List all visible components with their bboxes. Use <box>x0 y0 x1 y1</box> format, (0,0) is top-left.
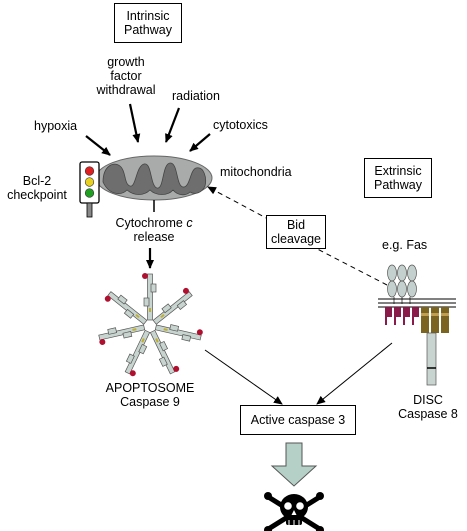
extrinsic-line1: Extrinsic <box>374 164 422 178</box>
cytochrome-line1: Cytochrome c <box>104 216 204 230</box>
apoptosome-arm <box>98 324 146 346</box>
apoptosome-line1: APOPTOSOME <box>105 381 195 395</box>
bid-line1: Bid <box>286 218 306 232</box>
mitochondria-label: mitochondria <box>220 165 292 179</box>
hypoxia-label: hypoxia <box>34 119 78 133</box>
bcl2-line2: checkpoint <box>7 188 67 202</box>
disc-label: DISC Caspase 8 <box>390 393 466 421</box>
skull-crossbones-icon <box>264 492 324 531</box>
apoptosome-arm <box>154 324 203 342</box>
growth-line2: factor <box>110 69 142 83</box>
extrinsic-line2: Pathway <box>374 178 422 192</box>
arrow-hypoxia <box>85 135 111 156</box>
arrow-radiation <box>164 107 181 143</box>
intrinsic-line2: Pathway <box>124 23 172 37</box>
intrinsic-line1: Intrinsic <box>126 9 170 23</box>
bcl2-checkpoint-label: Bcl-2 checkpoint <box>2 174 72 202</box>
cytochrome-line2: release <box>133 230 175 244</box>
apoptosome-arm <box>104 291 148 325</box>
arrow-growth <box>128 103 141 143</box>
cytochrome-c-release-label: Cytochrome c release <box>104 216 204 244</box>
bid-line2: cleavage <box>270 232 322 246</box>
bid-cleavage-box: Bid cleavage <box>266 215 326 249</box>
arrow-cytotoxics <box>189 133 211 152</box>
bid-to-mito-dashed <box>207 186 271 221</box>
disc-line1: DISC <box>413 393 443 407</box>
active-caspase-3-label: Active caspase 3 <box>250 413 346 427</box>
eg-fas-label: e.g. Fas <box>382 238 428 252</box>
active-caspase-3-box: Active caspase 3 <box>240 405 356 435</box>
apoptosome-label: APOPTOSOME Caspase 9 <box>90 381 210 409</box>
disc-line2: Caspase 8 <box>398 407 458 421</box>
stimulus-arrows <box>85 103 211 156</box>
apoptosome-arm <box>124 329 151 377</box>
radiation-label: radiation <box>172 89 220 103</box>
bcl2-line1: Bcl-2 <box>22 174 52 188</box>
apoptosome-to-caspase3-arrow <box>204 349 283 405</box>
block-arrow-icon <box>270 442 318 487</box>
growth-factor-withdrawal-label: growth factor withdrawal <box>86 55 166 97</box>
cytotoxics-label: cytotoxics <box>213 118 268 132</box>
intrinsic-pathway-box: Intrinsic Pathway <box>114 3 182 43</box>
growth-line1: growth <box>107 55 145 69</box>
cytochrome-word: Cytochrome <box>115 216 183 230</box>
cytochrome-c: c <box>186 216 193 230</box>
growth-line3: withdrawal <box>96 83 156 97</box>
mitochondria-icon <box>95 155 213 201</box>
fas-receptor-icon <box>378 264 456 308</box>
apoptosome-line2: Caspase 9 <box>120 395 180 409</box>
apoptosome-arm <box>142 273 157 321</box>
disc-complex-icon <box>385 307 449 386</box>
traffic-light-icon <box>79 161 100 218</box>
apoptosome-arm <box>149 329 180 375</box>
extrinsic-pathway-box: Extrinsic Pathway <box>364 158 432 198</box>
apoptosome-arm <box>152 287 193 325</box>
apoptosome-icon <box>98 273 203 377</box>
disc-to-caspase3-arrow <box>316 342 393 405</box>
